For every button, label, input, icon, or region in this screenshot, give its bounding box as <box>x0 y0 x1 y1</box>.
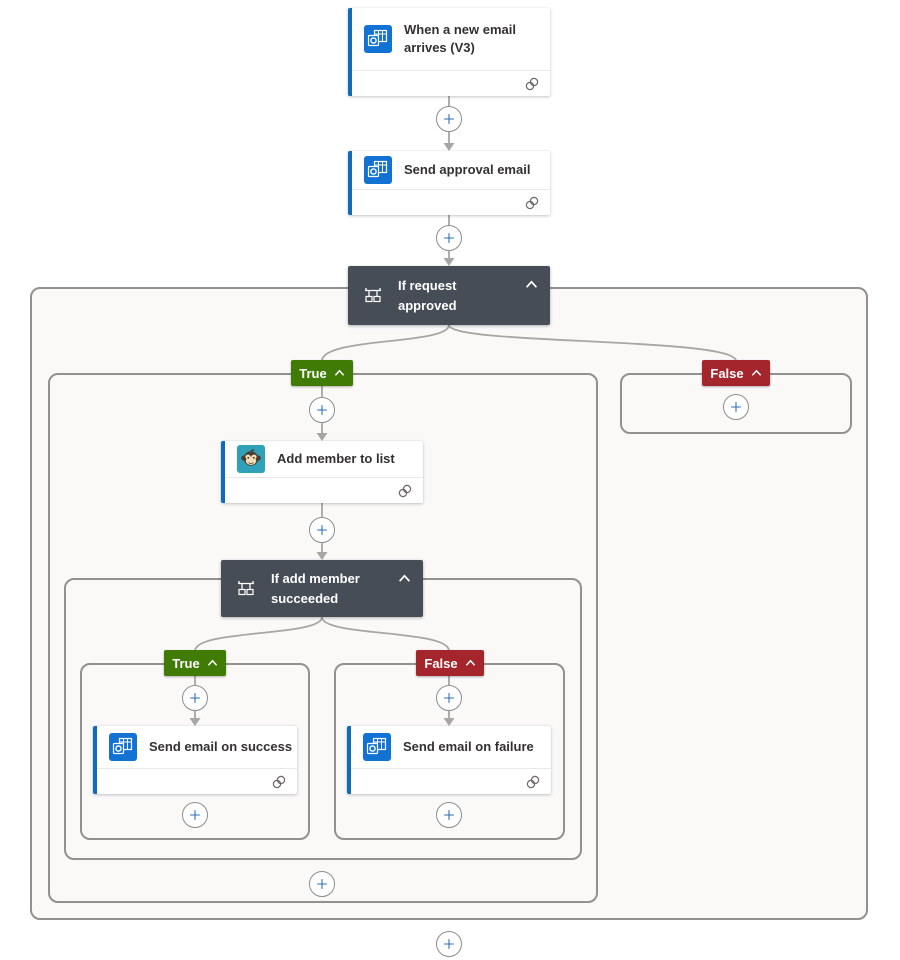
card-title: Send email on success <box>149 739 293 754</box>
insert-step-button[interactable] <box>182 685 208 711</box>
card-title: When a new email arrives (V3) <box>404 22 516 55</box>
outlook-icon <box>364 156 392 184</box>
add-action-button[interactable] <box>723 394 749 420</box>
insert-step-button[interactable] <box>436 685 462 711</box>
condition-title: If request approved <box>398 277 457 313</box>
insert-step-button[interactable] <box>436 225 462 251</box>
send-approval-email-card[interactable]: Send approval email <box>348 151 550 215</box>
branch-true-badge[interactable]: True <box>291 360 353 386</box>
link-icon[interactable] <box>524 76 540 92</box>
plus-icon <box>444 939 454 949</box>
condition-card-if-request-approved[interactable]: If request approved <box>348 266 550 325</box>
link-icon[interactable] <box>397 483 413 499</box>
chevron-up-icon[interactable] <box>207 659 218 667</box>
branch-false-label: False <box>424 655 458 671</box>
chevron-up-icon[interactable] <box>525 280 538 289</box>
branch-true-label: True <box>299 365 327 381</box>
chevron-up-icon[interactable] <box>751 369 762 377</box>
condition-icon <box>365 288 381 303</box>
inner-branch-true-badge[interactable]: True <box>164 650 226 676</box>
trigger-card[interactable]: When a new email arrives (V3) <box>348 8 550 96</box>
add-action-button[interactable] <box>436 802 462 828</box>
add-action-button[interactable] <box>182 802 208 828</box>
send-email-on-failure-card[interactable]: Send email on failure <box>347 726 551 794</box>
chevron-up-icon[interactable] <box>334 369 345 377</box>
card-title: Add member to list <box>277 451 395 466</box>
plus-icon <box>731 402 741 412</box>
branch-false-label: False <box>710 365 744 381</box>
plus-icon <box>317 525 327 535</box>
outlook-icon <box>109 733 137 761</box>
link-icon[interactable] <box>524 195 540 211</box>
add-member-to-list-card[interactable]: Add member to list <box>221 441 423 503</box>
plus-icon <box>444 810 454 820</box>
insert-step-button[interactable] <box>309 397 335 423</box>
mailchimp-icon <box>237 445 265 473</box>
branch-true-label: True <box>172 655 200 671</box>
send-email-on-success-card[interactable]: Send email on success <box>93 726 297 794</box>
outlook-icon <box>363 733 391 761</box>
plus-icon <box>444 233 454 243</box>
plus-icon <box>317 879 327 889</box>
condition-icon <box>238 581 254 596</box>
plus-icon <box>190 810 200 820</box>
plus-icon <box>190 693 200 703</box>
link-icon[interactable] <box>271 774 287 790</box>
add-action-button[interactable] <box>309 871 335 897</box>
plus-icon <box>444 693 454 703</box>
add-action-button[interactable] <box>436 931 462 957</box>
card-title: Send approval email <box>404 162 531 177</box>
outlook-icon <box>364 25 392 53</box>
card-title: Send email on failure <box>403 739 534 754</box>
insert-step-button[interactable] <box>436 106 462 132</box>
condition-card-if-add-member-succeeded[interactable]: If add member succeeded <box>221 560 423 617</box>
plus-icon <box>317 405 327 415</box>
insert-step-button[interactable] <box>309 517 335 543</box>
condition-title: If add member succeeded <box>271 570 360 606</box>
chevron-up-icon[interactable] <box>398 574 411 583</box>
branch-false-badge[interactable]: False <box>702 360 770 386</box>
plus-icon <box>444 114 454 124</box>
inner-branch-false-badge[interactable]: False <box>416 650 484 676</box>
link-icon[interactable] <box>525 774 541 790</box>
chevron-up-icon[interactable] <box>465 659 476 667</box>
